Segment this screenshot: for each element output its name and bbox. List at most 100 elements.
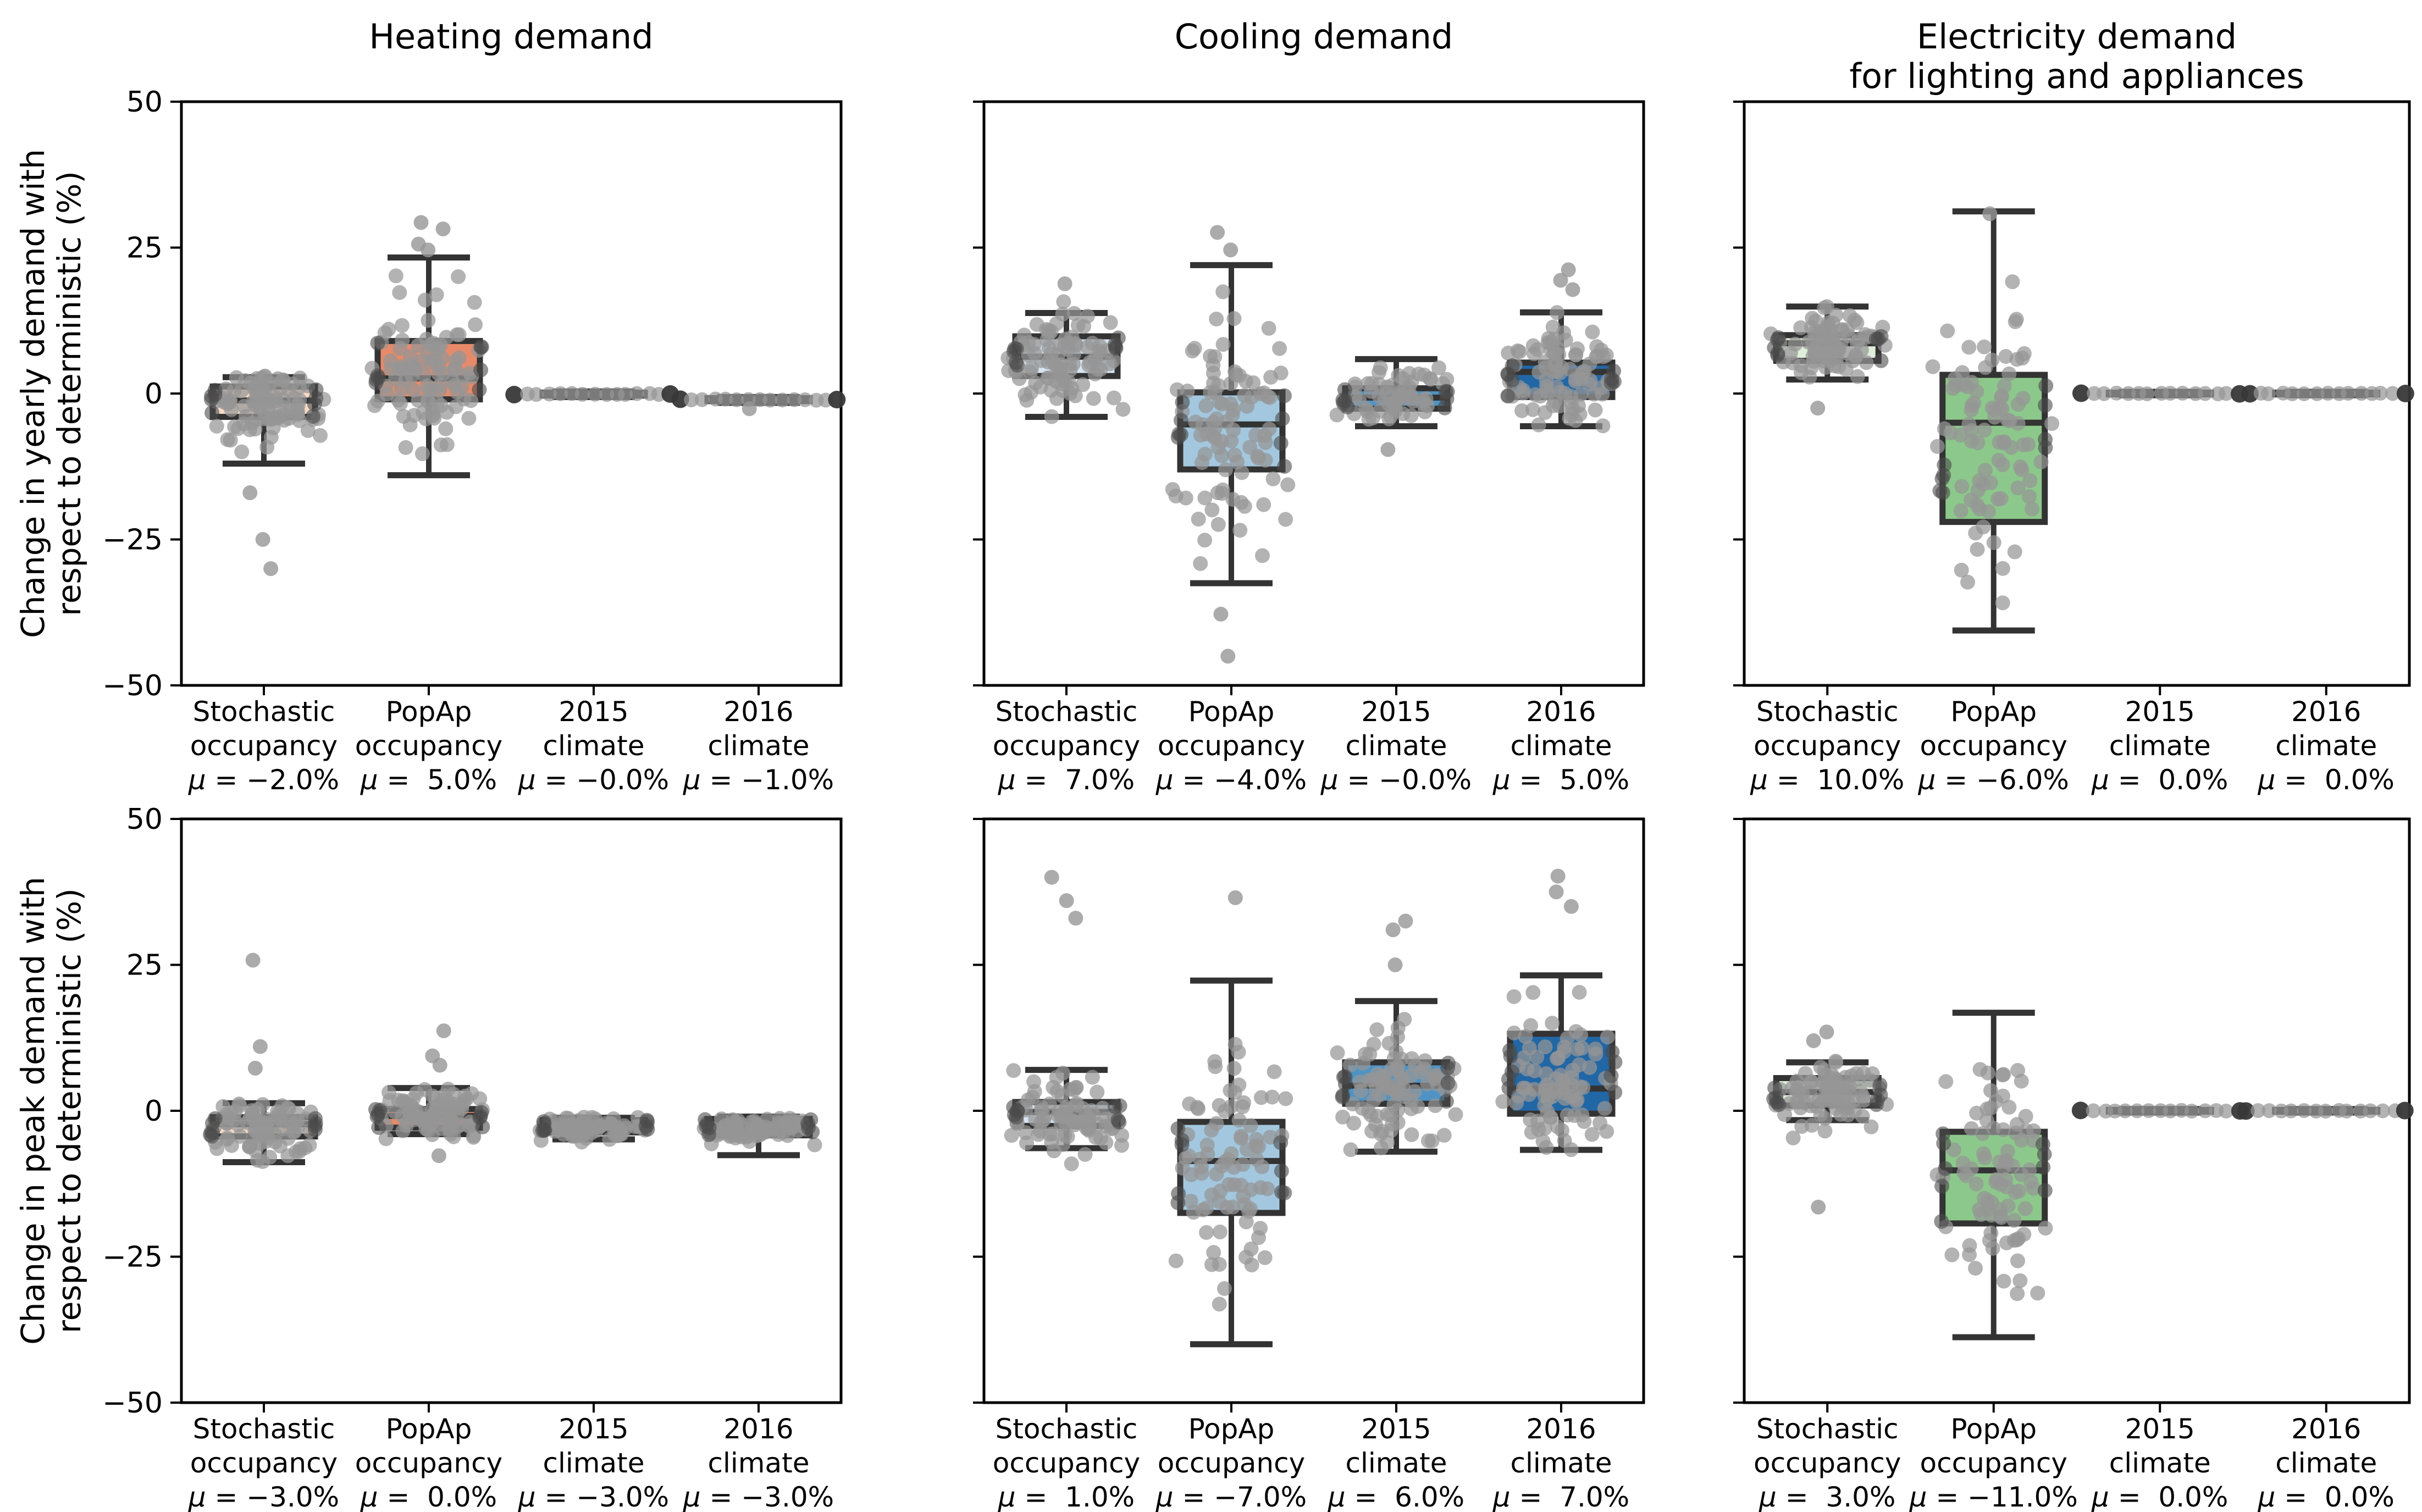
category-label: occupancy	[1920, 1447, 2067, 1479]
data-point	[1785, 355, 1801, 370]
data-point	[1537, 405, 1552, 420]
mu-label: μ = −2.0%	[188, 764, 339, 796]
category-label: climate	[1346, 1447, 1447, 1479]
category-label: PopAp	[386, 696, 472, 728]
data-point	[1440, 1075, 1456, 1090]
data-point	[1049, 1070, 1064, 1085]
data-point	[1335, 1088, 1351, 1103]
outlier-point	[421, 242, 436, 258]
outlier-point	[263, 561, 279, 577]
data-point	[1405, 394, 1420, 409]
data-point	[202, 1127, 218, 1142]
data-point	[1427, 1071, 1442, 1087]
category-label: 2016	[723, 1413, 793, 1445]
data-point	[1500, 389, 1516, 404]
data-point	[1218, 462, 1233, 478]
data-point	[1605, 1044, 1620, 1060]
data-point	[436, 365, 451, 381]
data-point	[2219, 1104, 2234, 1119]
data-point	[2030, 1286, 2045, 1301]
y-tick-label: −25	[102, 1241, 163, 1274]
mu-label: μ = 0.0%	[2091, 764, 2228, 796]
outlier-point	[1550, 868, 1566, 884]
data-point	[224, 1138, 239, 1153]
data-point	[1968, 1176, 1984, 1192]
data-point	[1278, 1091, 1293, 1106]
category-label: Stochastic	[1756, 696, 1899, 728]
data-point	[1980, 1065, 1995, 1081]
category-label: Stochastic	[996, 696, 1138, 728]
data-point	[1170, 430, 1186, 445]
data-point	[1985, 1240, 2000, 1256]
data-point	[2044, 416, 2060, 431]
data-point	[1108, 339, 1124, 355]
data-point	[1191, 511, 1206, 527]
data-point	[2175, 385, 2190, 401]
data-point	[2010, 1253, 2025, 1269]
data-point	[1256, 497, 1271, 512]
data-point	[1209, 1116, 1224, 1131]
mu-label: μ = 7.0%	[998, 764, 1135, 796]
data-point	[1873, 353, 1889, 368]
data-point	[1503, 1049, 1518, 1064]
data-point	[2002, 413, 2017, 429]
data-point	[2184, 1104, 2199, 1119]
data-point	[2318, 1104, 2333, 1119]
mu-label: μ = 0.0%	[2258, 764, 2395, 796]
data-point	[1248, 1138, 1264, 1153]
data-point	[1999, 1235, 2014, 1250]
category-label: occupancy	[355, 730, 502, 762]
data-point	[262, 1149, 278, 1165]
data-point	[1215, 337, 1231, 352]
data-point	[429, 287, 444, 302]
data-point	[1606, 363, 1622, 379]
data-point	[1206, 1245, 1221, 1260]
data-point	[1255, 548, 1270, 563]
data-point	[1868, 331, 1884, 347]
mu-label: μ = 5.0%	[1492, 764, 1629, 796]
data-point	[2373, 385, 2388, 401]
data-point	[370, 335, 385, 351]
data-point	[1055, 307, 1070, 322]
data-point	[1227, 447, 1242, 463]
data-point	[2341, 386, 2356, 401]
data-point	[2109, 385, 2124, 401]
category-label: climate	[708, 730, 810, 762]
data-point	[1573, 1027, 1589, 1043]
data-point	[1417, 1061, 1432, 1077]
data-point	[1008, 355, 1024, 370]
data-point	[1390, 1084, 1406, 1100]
data-point	[1195, 455, 1210, 470]
data-point	[223, 433, 238, 448]
data-point	[579, 1121, 595, 1137]
data-point	[466, 1129, 481, 1145]
data-point	[1976, 519, 1991, 535]
data-point	[1817, 1123, 1833, 1139]
data-point	[1960, 574, 1975, 590]
data-point	[1095, 1100, 1110, 1116]
data-point	[1085, 1070, 1100, 1085]
data-point	[1216, 1281, 1232, 1296]
data-point	[1607, 1085, 1623, 1100]
category-label: climate	[543, 730, 645, 762]
data-point	[468, 317, 483, 333]
data-point	[2237, 1102, 2255, 1120]
data-point	[807, 1137, 822, 1153]
data-point	[1813, 337, 1829, 353]
y-tick-label: −50	[102, 1387, 163, 1420]
data-point	[1209, 311, 1224, 326]
data-point	[370, 394, 385, 409]
data-point	[775, 392, 790, 408]
data-point	[1987, 402, 2002, 418]
outlier-point	[1819, 1024, 1834, 1040]
data-point	[1995, 561, 2010, 576]
data-point	[1840, 1107, 1856, 1123]
data-point	[1981, 504, 1997, 519]
data-point	[1501, 1081, 1517, 1096]
data-point	[718, 391, 733, 407]
data-point	[1966, 395, 1982, 411]
data-point	[381, 1085, 396, 1100]
data-point	[1106, 390, 1121, 406]
data-point	[1053, 361, 1068, 376]
data-point	[1372, 389, 1387, 404]
